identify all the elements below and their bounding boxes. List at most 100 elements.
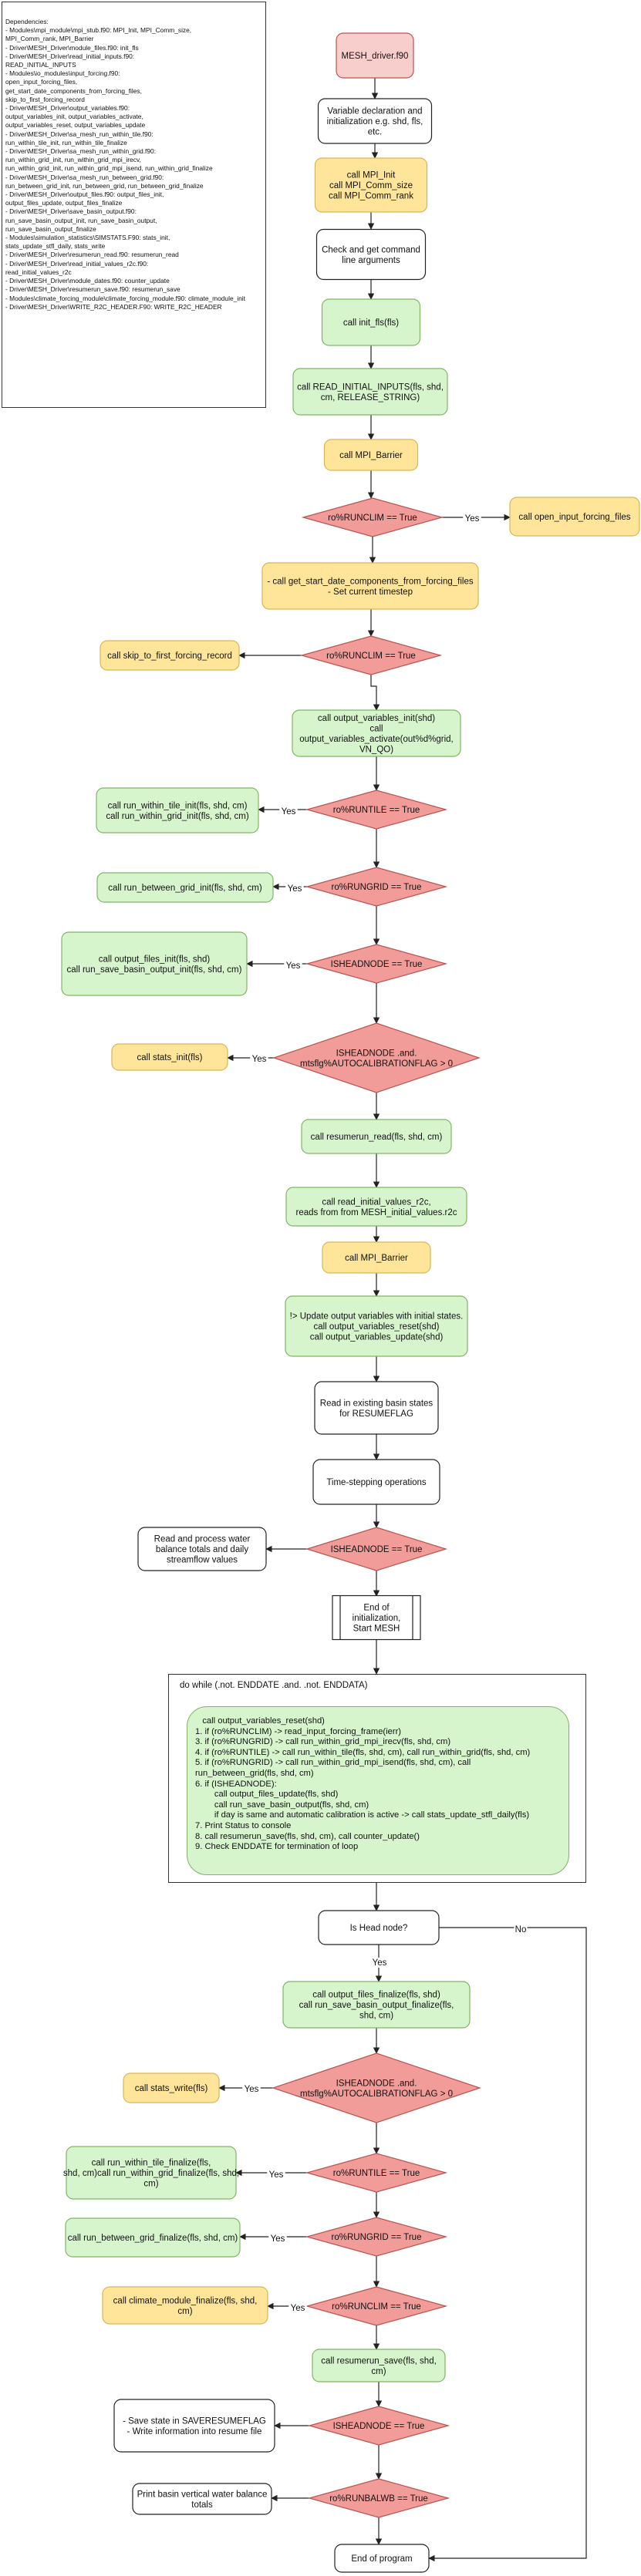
node-label: call MPI_Comm_size bbox=[329, 181, 413, 190]
dep-line: - Modules\io_modules\input_forcing.f90: bbox=[5, 69, 120, 78]
node-label: mtsflg%AUTOCALIBRATIONFLAG > 0 bbox=[300, 1059, 453, 1069]
node-label: cm) bbox=[143, 2180, 158, 2189]
node-d-runtile-2: ro%RUNTILE == True bbox=[305, 2153, 448, 2193]
dep-line: open_input_forcing_files, bbox=[5, 78, 78, 86]
node-label: shd, cm) bbox=[359, 2012, 393, 2021]
node-init-fls: call init_fls(fls) bbox=[321, 298, 421, 346]
flow-arrow bbox=[370, 675, 380, 711]
node-label: Check and get command bbox=[322, 245, 420, 254]
node-label: call resumerun_read(fls, shd, cm) bbox=[311, 1133, 443, 1142]
node-label: cm) bbox=[371, 2367, 386, 2376]
main-loop-body: call output_variables_reset(shd) 1. if (… bbox=[187, 1706, 569, 1875]
node-label: balance totals and daily bbox=[156, 1545, 248, 1554]
loop-line: call output_files_update(fls, shd) bbox=[195, 1790, 339, 1800]
node-label: call READ_INITIAL_INPUTS(fls, shd, bbox=[297, 382, 444, 392]
node-climate-finalize: call climate_module_finalize(fls, shd,cm… bbox=[102, 2286, 268, 2325]
dep-line: run_within_tile_init, run_within_tile_fi… bbox=[5, 138, 127, 146]
node-label: Is Head node? bbox=[350, 1924, 408, 1933]
loop-line: 1. if (ro%RUNCLIM) -> read_input_forcing… bbox=[195, 1726, 402, 1736]
node-label: Start MESH bbox=[353, 1625, 400, 1634]
node-label: End of bbox=[363, 1604, 390, 1613]
dep-line: run_between_grid_init, run_between_grid,… bbox=[5, 181, 204, 190]
node-start: MESH_driver.f90 bbox=[336, 32, 414, 79]
node-label: call init_fls(fls) bbox=[343, 318, 399, 328]
node-stats-write: call stats_write(fls) bbox=[123, 2073, 220, 2103]
node-label: ro%RUNGRID == True bbox=[332, 883, 422, 892]
main-loop-title: do while (.not. ENDDATE .and. .not. ENDD… bbox=[180, 1681, 368, 1690]
dep-line: skip_to_first_forcing_record bbox=[5, 95, 85, 103]
edge-label: Yes bbox=[286, 961, 301, 971]
dep-line: read_initial_values_r2c bbox=[5, 268, 72, 276]
node-label: - Write information into resume file bbox=[127, 2427, 262, 2436]
node-between-finalize: call run_between_grid_finalize(fls, shd,… bbox=[65, 2217, 241, 2258]
node-save-states: - Save state in SAVERESUMEFLAG- Write in… bbox=[113, 2399, 275, 2453]
node-label: initialization e.g. shd, fls, bbox=[327, 117, 423, 126]
node-get-start-date: - call get_start_date_components_from_fo… bbox=[261, 562, 479, 610]
node-label: output_variables_activate(out%d%grid, bbox=[299, 735, 453, 744]
node-label: call run_within_tile_init(fls, shd, cm) bbox=[108, 801, 248, 810]
dep-line: - Driver\MESH_Driver\save_basin_output.f… bbox=[5, 207, 137, 216]
node-label: call output_variables_reset(shd) bbox=[313, 1322, 439, 1332]
node-label: call MPI_Init bbox=[347, 171, 396, 180]
node-label: call open_input_forcing_files bbox=[518, 513, 630, 522]
loop-line: if day is same and automatic calibration… bbox=[195, 1810, 530, 1820]
node-label: ISHEADNODE .and. bbox=[336, 1049, 417, 1058]
node-label: ro%RUNCLIM == True bbox=[332, 2302, 421, 2312]
node-label: call run_between_grid_init(fls, shd, cm) bbox=[108, 884, 262, 893]
dep-line: MPI_Comm_rank, MPI_Barrier bbox=[5, 35, 94, 43]
node-label: - Set current timestep bbox=[328, 588, 413, 597]
dep-line: - Modules\climate_forcing_module\climate… bbox=[5, 294, 245, 302]
dep-line: - Driver\MESH_Driver\output_variables.f9… bbox=[5, 104, 130, 113]
node-label: ISHEADNODE == True bbox=[331, 960, 423, 969]
node-label: reads from from MESH_initial_values.r2c bbox=[296, 1208, 457, 1217]
node-skip-first: call skip_to_first_forcing_record bbox=[100, 640, 240, 671]
node-d-runtile-1: ro%RUNTILE == True bbox=[305, 790, 448, 830]
node-label: Variable declaration and bbox=[327, 107, 422, 116]
node-label: ro%RUNGRID == True bbox=[332, 2233, 422, 2242]
node-label: ro%RUNCLIM == True bbox=[328, 514, 417, 523]
node-label: MESH_driver.f90 bbox=[342, 52, 409, 61]
node-label: Print basin vertical water balance bbox=[137, 2490, 268, 2499]
dep-line: - Driver\MESH_Driver\resumerun_save.f90:… bbox=[5, 285, 180, 294]
dep-line: - Driver\MESH_Driver\WRITE_R2C_HEADER.F9… bbox=[5, 302, 222, 311]
dependencies-title: Dependencies: bbox=[5, 18, 49, 25]
node-label: !> Update output variables with initial … bbox=[290, 1312, 464, 1322]
loop-line: call output_variables_reset(shd) bbox=[195, 1716, 325, 1726]
node-resume-read: call resumerun_read(fls, shd, cm) bbox=[301, 1119, 452, 1154]
node-label: ro%RUNBALWB == True bbox=[329, 2494, 428, 2504]
node-read-r2c: call read_initial_values_r2c,reads from … bbox=[285, 1187, 467, 1227]
node-output-files-init: call output_files_init(fls, shd)call run… bbox=[61, 931, 248, 996]
edge-label: Yes bbox=[269, 2170, 284, 2180]
node-label: mtsflg%AUTOCALIBRATIONFLAG > 0 bbox=[300, 2089, 453, 2099]
node-read-inputs: call READ_INITIAL_INPUTS(fls, shd,cm, RE… bbox=[292, 368, 448, 416]
node-label: call run_between_grid_finalize(fls, shd,… bbox=[68, 2234, 238, 2243]
node-label: Read and process water bbox=[154, 1535, 251, 1544]
node-label: call MPI_Barrier bbox=[339, 451, 403, 460]
dep-line: output_variables_reset, output_variables… bbox=[5, 121, 146, 130]
node-label: call output_variables_init(shd) bbox=[318, 714, 435, 723]
loop-line: 4. if (ro%RUNTILE) -> call run_within_ti… bbox=[195, 1747, 531, 1757]
node-stats-init: call stats_init(fls) bbox=[111, 1043, 228, 1071]
dep-line: run_save_basin_output_init, run_save_bas… bbox=[5, 216, 157, 224]
dep-line: - Driver\MESH_Driver\read_initial_inputs… bbox=[5, 52, 135, 60]
dep-line: - Driver\MESH_Driver\module_dates.f90: c… bbox=[5, 277, 170, 285]
node-label: - call get_start_date_components_from_fo… bbox=[267, 577, 473, 586]
edge-label: Yes bbox=[291, 2304, 305, 2313]
node-d-runclim-3: ro%RUNCLIM == True bbox=[305, 2286, 448, 2326]
node-label: shd, cm)call run_within_grid_finalize(fl… bbox=[63, 2169, 239, 2178]
edge-label: Yes bbox=[245, 2085, 259, 2094]
node-end-program: End of program bbox=[334, 2544, 430, 2573]
dep-line: output_variables_init, output_variables_… bbox=[5, 113, 143, 121]
node-d-headnode-1: ISHEADNODE == True bbox=[305, 944, 448, 984]
node-label: ro%RUNTILE == True bbox=[333, 2169, 420, 2178]
node-d-runclim-1: ro%RUNCLIM == True bbox=[301, 497, 444, 537]
dep-line: run_within_grid_init, run_within_grid_mp… bbox=[5, 164, 213, 173]
dep-line: stats_update_stfl_daily, stats_write bbox=[5, 242, 106, 251]
dep-line: - Driver\MESH_Driver\sa_mesh_run_within_… bbox=[5, 130, 154, 138]
node-d-autocal-1: ISHEADNODE .and.mtsflg%AUTOCALIBRATIONFL… bbox=[272, 1022, 481, 1093]
edge-label: Yes bbox=[252, 1055, 267, 1064]
dep-line: - Driver\MESH_Driver\sa_mesh_run_within_… bbox=[5, 147, 157, 156]
